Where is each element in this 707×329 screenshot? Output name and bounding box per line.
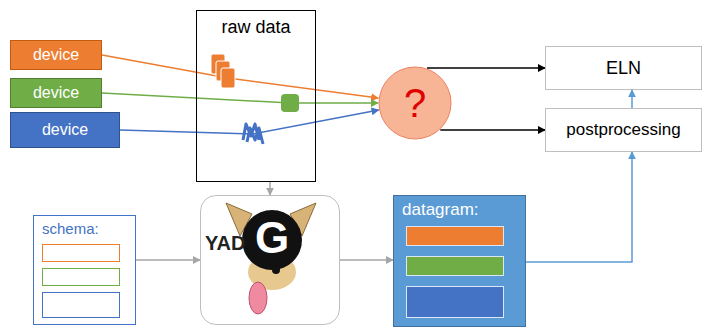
field-slot — [406, 256, 504, 276]
connector-arrow — [340, 259, 393, 261]
field-slot — [42, 244, 120, 262]
question-circle: ? — [378, 66, 452, 140]
device-box: device — [10, 40, 102, 70]
node-label: datagram: — [402, 200, 525, 220]
connector-arrow — [526, 152, 632, 262]
node-label: ? — [404, 80, 426, 126]
eln-box: ELN — [545, 46, 702, 90]
yadg-logo-box: YAD G — [200, 195, 340, 325]
node-label: ELN — [606, 58, 641, 79]
device-box: device — [10, 112, 120, 148]
raw-data-box: raw data — [196, 10, 316, 182]
node-label: raw data — [197, 17, 315, 38]
field-slot — [42, 292, 120, 318]
device-box: device — [10, 78, 102, 108]
connector-arrow — [269, 182, 271, 195]
field-slot — [406, 226, 504, 246]
node-label: schema: — [42, 220, 135, 237]
raw-green-icon — [281, 94, 299, 112]
connector-arrow — [136, 259, 200, 261]
connector-arrow — [631, 90, 633, 108]
node-label: device — [33, 84, 79, 102]
connector-arrow — [427, 67, 545, 69]
connector-arrow — [102, 55, 378, 98]
datagram-box: datagram: — [393, 195, 526, 327]
postprocessing-box: postprocessing — [545, 108, 702, 152]
node-label: device — [33, 46, 79, 64]
field-slot — [406, 286, 504, 318]
raw-blue-icon — [243, 124, 263, 144]
node-label: YAD — [205, 232, 245, 255]
connector-arrow — [102, 93, 378, 103]
schema-box: schema: — [33, 215, 136, 325]
node-label: device — [42, 121, 88, 139]
raw-file-icons — [211, 54, 235, 88]
field-slot — [42, 268, 120, 286]
node-label: postprocessing — [566, 120, 680, 140]
connector-arrow — [440, 129, 545, 131]
yadg-dog-logo — [226, 203, 316, 314]
node-sublabel: G — [255, 213, 289, 264]
